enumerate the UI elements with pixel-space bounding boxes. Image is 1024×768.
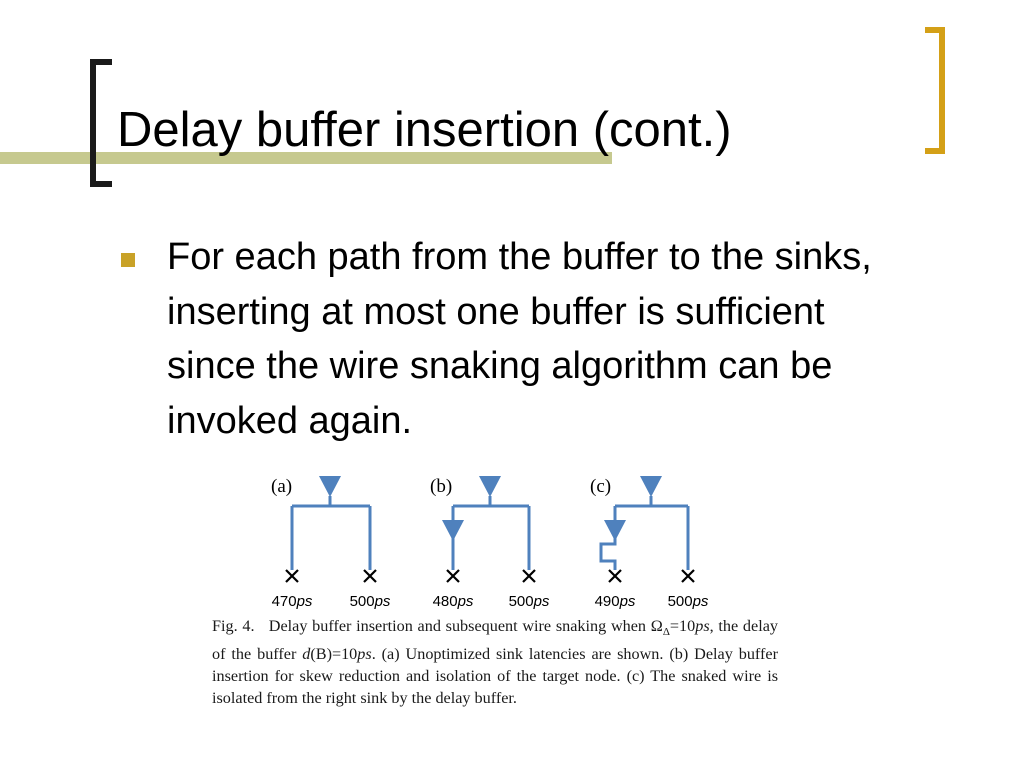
wire-b <box>451 496 531 570</box>
sink-c-left-icon <box>608 569 622 583</box>
panel-a-label: (a) <box>271 476 292 497</box>
figure-caption: Fig. 4. Delay buffer insertion and subse… <box>212 615 778 709</box>
caption-omega-eq: =10 <box>669 617 696 635</box>
buffer-c-top-icon <box>640 476 662 497</box>
bullet-text: For each path from the buffer to the sin… <box>167 236 872 442</box>
sink-c-right-icon <box>681 569 695 583</box>
right-bracket <box>925 27 945 154</box>
caption-d-arg: (B) <box>310 645 332 664</box>
caption-fig-label: Fig. 4. <box>212 617 255 635</box>
panel-c-label: (c) <box>590 476 611 497</box>
buffer-b-top-icon <box>479 476 501 497</box>
buffer-a-icon <box>319 476 341 497</box>
wire-c <box>599 496 690 570</box>
latency-c-right: 500ps <box>668 593 709 610</box>
left-bracket <box>90 59 112 187</box>
wires <box>290 496 690 570</box>
caption-lead: Delay buffer insertion and subsequent wi… <box>268 617 647 635</box>
buffers <box>319 476 662 541</box>
buffer-c-inserted-icon <box>604 520 626 541</box>
caption-omega-sub: Δ <box>662 626 670 639</box>
latency-a-left: 470ps <box>272 593 313 610</box>
title-rule <box>0 152 612 164</box>
caption-d: d <box>302 645 311 664</box>
latency-c-left: 490ps <box>595 593 636 610</box>
caption-mid: , the delay of the buffer <box>212 617 778 664</box>
latency-b-right: 500ps <box>509 593 550 610</box>
slide-title: Delay buffer insertion (cont.) <box>117 103 732 157</box>
sink-b-right-icon <box>522 569 536 583</box>
sink-a-left-icon <box>285 569 299 583</box>
caption-omega: Ω <box>650 617 663 635</box>
caption-rest: . (a) Unoptimized sink latencies are sho… <box>212 645 778 708</box>
caption-d-eq: =10 <box>331 645 358 664</box>
sinks <box>285 569 695 583</box>
latency-a-right: 500ps <box>350 593 391 610</box>
sink-b-left-icon <box>446 569 460 583</box>
buffer-tree-figure: (a) (b) (c) 470ps 500ps 480ps 500ps 490p… <box>271 476 709 610</box>
latency-b-left: 480ps <box>433 593 474 610</box>
caption-ps-unit-1: ps <box>695 617 710 635</box>
buffer-b-inserted-icon <box>442 520 464 541</box>
panel-b-label: (b) <box>430 476 452 497</box>
sink-a-right-icon <box>363 569 377 583</box>
wire-a <box>290 496 372 570</box>
bullet-square-icon <box>121 253 135 267</box>
caption-ps-unit-2: ps <box>357 645 372 664</box>
